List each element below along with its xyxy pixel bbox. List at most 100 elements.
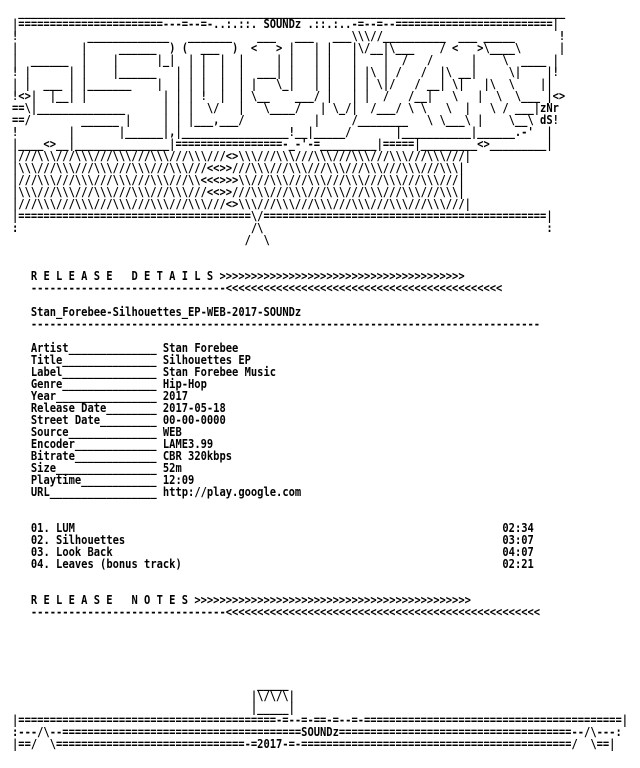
release-field-label: Release Date — [30, 401, 107, 415]
track-number: 03. — [30, 545, 50, 559]
release-notes-underline: ------------------------------- — [30, 605, 226, 619]
footer-line: :---/\--================================… — [12, 725, 622, 739]
field-leader-underscores: _______________ — [62, 353, 163, 367]
blank-line — [12, 498, 628, 510]
release-details-heading: R E L E A S E D E T A I L S — [30, 269, 214, 283]
field-leader-underscores: _____________ — [74, 449, 163, 463]
field-leader-underscores: _____________ — [74, 437, 163, 451]
release-field-row: Release Date________ 2017-05-18 — [12, 402, 628, 414]
release-field-label: Playtime — [30, 473, 82, 487]
release-field-row: Street Date_________ 00-00-0000 — [12, 414, 628, 426]
banner-line: ! | | | |______ | | | | | ___| | | | | |… — [12, 65, 559, 79]
release-field-label: Artist — [30, 341, 69, 355]
field-leader-underscores: ______________ — [68, 425, 163, 439]
release-field-value: LAME3.99 — [162, 437, 214, 451]
release-field-value: Stan Forebee Music — [162, 365, 277, 379]
release-field-value: 00-00-0000 — [162, 413, 226, 427]
blank-line — [12, 654, 628, 666]
banner-line: | | ___ | |_______ | | | | | | | \_| | |… — [12, 77, 553, 91]
tracklist: 01. LUM 02:34 02. Silhouettes 03:07 03. … — [12, 522, 628, 570]
arrows-left-decoration: <<<<<<<<<<<<<<<<<<<<<<<<<<<<<<<<<<<<<<<<… — [225, 605, 541, 619]
release-field-label: Encoder — [30, 437, 75, 451]
field-leader-underscores: _______________ — [62, 377, 163, 391]
track-number: 04. — [30, 557, 50, 571]
banner-line: ________________________________________… — [12, 5, 566, 19]
banner-line: ! | |______|,|_________________!__|_____… — [12, 125, 553, 139]
release-details-underline: ------------------------------- — [30, 281, 226, 295]
release-field-value: Hip-Hop — [162, 377, 207, 391]
release-field-label: Genre — [30, 377, 63, 391]
banner-line: ! _____________ _______ ___ ___ ___\\\//… — [12, 29, 566, 43]
soundz-ascii-banner: ________________________________________… — [12, 6, 628, 246]
track-number: 02. — [30, 533, 50, 547]
release-field-row: Artist______________ Stan Forebee — [12, 342, 628, 354]
arrows-left-decoration: <<<<<<<<<<<<<<<<<<<<<<<<<<<<<<<<<<<<<<<<… — [225, 281, 503, 295]
release-field-row: Encoder_____________ LAME3.99 — [12, 438, 628, 450]
release-field-row: Title_______________ Silhouettes EP — [12, 354, 628, 366]
track-title: LUM — [56, 521, 75, 535]
release-notes-heading-row: R E L E A S E N O T E S >>>>>>>>>>>>>>>>… — [12, 594, 628, 606]
release-field-value[interactable]: http://play.google.com — [162, 485, 302, 499]
banner-line: |____<>__|_______________|==============… — [12, 137, 553, 151]
footer-line: |\/\/\| — [12, 689, 295, 703]
release-field-label: Title — [30, 353, 63, 367]
banner-line: |\\\///\\\///\\\///\\\///\\\///<<>>///\\… — [12, 185, 465, 199]
banner-line: !<>| |__| | | | | ! | | \__ ___/ | | | /… — [12, 89, 566, 103]
banner-line: |=====================================\/… — [12, 209, 553, 223]
field-leader-underscores: ________ — [106, 401, 163, 415]
release-field-label: Size — [30, 461, 57, 475]
footer-line: _____ — [12, 677, 289, 691]
release-name-rule: ----------------------------------------… — [30, 317, 541, 331]
track-row: 03. Look Back 04:07 — [12, 546, 628, 558]
track-row: 02. Silhouettes 03:07 — [12, 534, 628, 546]
release-field-label: URL — [30, 485, 50, 499]
track-duration: 02:21 — [502, 557, 534, 571]
field-leader-underscores: _________ — [100, 413, 163, 427]
banner-line: ==\|______________ | | | \/ | \____/ | \… — [12, 101, 559, 115]
track-duration: 04:07 — [502, 545, 534, 559]
footer-line: |==/ \==============================-=20… — [12, 737, 616, 751]
release-details-underline-row: -------------------------------<<<<<<<<<… — [12, 282, 628, 294]
release-fields-list: Artist______________ Stan Forebee Title_… — [12, 342, 628, 498]
field-leader-underscores: ______________ — [68, 341, 163, 355]
release-field-row: Size________________ 52m — [12, 462, 628, 474]
release-field-value: 2017 — [162, 389, 189, 403]
release-field-row: Label_______________ Stan Forebee Music — [12, 366, 628, 378]
field-leader-underscores: _______________ — [62, 365, 163, 379]
release-field-value: Stan Forebee — [162, 341, 239, 355]
blank-line — [12, 246, 628, 258]
release-field-label: Year — [30, 389, 57, 403]
banner-line: |///\\\///\\\///\\\///\\\///\\<<<>>>\\//… — [12, 173, 465, 187]
release-field-label: Bitrate — [30, 449, 75, 463]
field-leader-underscores: ________________ — [56, 461, 163, 475]
release-name: Stan_Forebee-Silhouettes_EP-WEB-2017-SOU… — [30, 305, 302, 319]
track-duration: 02:34 — [502, 521, 534, 535]
release-field-label: Label — [30, 365, 63, 379]
release-details-heading-row: R E L E A S E D E T A I L S >>>>>>>>>>>>… — [12, 270, 628, 282]
soundz-ascii-footer: _____ |\/\/\| |_____||==================… — [12, 678, 628, 750]
release-field-value: CBR 320kbps — [162, 449, 233, 463]
field-leader-underscores: _________________ — [49, 485, 163, 499]
banner-line: : /\ : — [12, 221, 553, 235]
release-field-value: 12:09 — [162, 473, 195, 487]
field-leader-underscores: ____________ — [81, 473, 163, 487]
banner-line: | ______ | | |_| | | | | | | | | | | / /… — [12, 53, 559, 67]
track-duration: 03:07 — [502, 533, 534, 547]
footer-line: |_____| — [12, 701, 295, 715]
banner-line: |=======================---=--=-..:.::. … — [12, 17, 559, 31]
release-field-row: Year________________ 2017 — [12, 390, 628, 402]
arrows-right-decoration: >>>>>>>>>>>>>>>>>>>>>>>>>>>>>>>>>>>>>>>>… — [194, 593, 471, 607]
banner-line: | | ______ ) ( ___ ) < > | | | |\/__|\__… — [12, 41, 566, 55]
track-number: 01. — [30, 521, 50, 535]
track-row: 01. LUM 02:34 — [12, 522, 628, 534]
arrows-right-decoration: >>>>>>>>>>>>>>>>>>>>>>>>>>>>>>>>>>>>>>> — [219, 269, 465, 283]
banner-line: |///\\\///\\\///\\\///\\\///\\\///<>\\\/… — [12, 149, 471, 163]
release-field-label: Source — [30, 425, 69, 439]
blank-line — [12, 618, 628, 630]
track-title: Leaves (bonus track) — [56, 557, 182, 571]
release-field-row: Bitrate_____________ CBR 320kbps — [12, 450, 628, 462]
banner-line: / \ — [12, 233, 553, 247]
release-field-row: Source______________ WEB — [12, 426, 628, 438]
track-row: 04. Leaves (bonus track) 02:21 — [12, 558, 628, 570]
release-field-value: 52m — [162, 461, 182, 475]
